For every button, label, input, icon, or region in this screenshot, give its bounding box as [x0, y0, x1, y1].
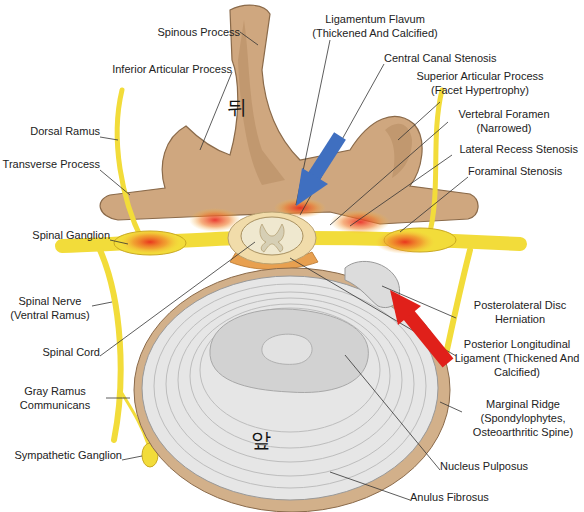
bone-arch: [100, 5, 478, 224]
part-label: Vertebral Foramen (Narrowed): [448, 107, 560, 135]
leader-line: [345, 355, 440, 470]
part-label: Spinal Ganglion: [10, 228, 110, 242]
part-label: Inferior Articular Process: [92, 62, 232, 76]
leader-line: [296, 40, 330, 205]
ring: [190, 304, 390, 448]
part-label: Marginal Ridge (Spondylophytes, Osteoart…: [462, 397, 584, 439]
arrow-head: [296, 168, 328, 206]
ring: [200, 308, 380, 432]
inflammation-glow: [330, 210, 390, 234]
leader-line: [100, 242, 255, 356]
part-label: Posterior Longitudinal Ligament (Thicken…: [450, 337, 584, 379]
leader-line: [330, 122, 448, 225]
part-label: Spinous Process: [140, 25, 240, 39]
arrow-shaft: [313, 136, 340, 178]
arrow-shaft: [408, 314, 448, 363]
inflammation-glow: [375, 230, 435, 254]
ring: [166, 292, 414, 476]
part-label: Gray Ramus Communicans: [0, 384, 110, 412]
leader-line: [350, 155, 452, 226]
nerves: [62, 90, 520, 444]
leader-line: [100, 137, 118, 140]
part-label: Sympathetic Ganglion: [0, 448, 122, 462]
part-label: Posterolateral Disc Herniation: [456, 298, 584, 326]
part-label: Foraminal Stenosis: [468, 164, 578, 178]
part-label: Transverse Process: [0, 157, 100, 171]
direction-label: 앞: [246, 428, 276, 452]
inflammation-glow: [120, 230, 180, 254]
part-label: Superior Articular Process (Facet Hypert…: [400, 69, 560, 97]
stenosis-glow: [120, 198, 435, 254]
part-label: Spinal Nerve (Ventral Ramus): [0, 294, 100, 322]
spinal-cord: [241, 217, 303, 255]
part-label: Ligamentum Flavum (Thickened And Calcifi…: [300, 12, 450, 40]
dural-sac: [228, 212, 316, 264]
red-arrow: [390, 290, 448, 363]
blue-arrow: [296, 136, 340, 206]
marginal-ridge: [134, 268, 450, 512]
leader-line: [440, 402, 462, 412]
arrow-head: [390, 290, 421, 325]
nucleus-core: [262, 334, 312, 364]
vertebral-body: [134, 261, 450, 512]
leader-line: [122, 456, 142, 460]
dorsal-ramus: [117, 90, 142, 240]
anulus-fibrosus: [142, 276, 438, 500]
part-label: Anulus Fibrosus: [410, 490, 550, 504]
facet-shading: [385, 124, 412, 178]
disc-herniation: [345, 261, 400, 307]
dorsal-ramus: [428, 90, 442, 240]
part-label: Nucleus Pulposus: [440, 459, 580, 473]
part-label: Spinal Cord: [20, 345, 100, 359]
leader-line: [330, 472, 410, 500]
gray-matter: [260, 224, 284, 252]
leader-line: [240, 32, 258, 45]
leader-lines: [92, 32, 468, 500]
leader-line: [106, 398, 130, 399]
direction-label: 뒤: [222, 95, 252, 119]
nucleus-pulposus: [210, 309, 368, 393]
posterior-arch: [100, 5, 478, 224]
leader-line: [92, 302, 112, 306]
part-label: Dorsal Ramus: [10, 124, 100, 138]
ventral-ramus: [100, 250, 121, 440]
leader-line: [110, 240, 128, 244]
part-label: Central Canal Stenosis: [384, 51, 534, 65]
leader-line: [400, 177, 468, 232]
part-label: Lateral Recess Stenosis: [436, 142, 578, 156]
leader-line: [100, 170, 130, 195]
ring: [178, 298, 402, 462]
